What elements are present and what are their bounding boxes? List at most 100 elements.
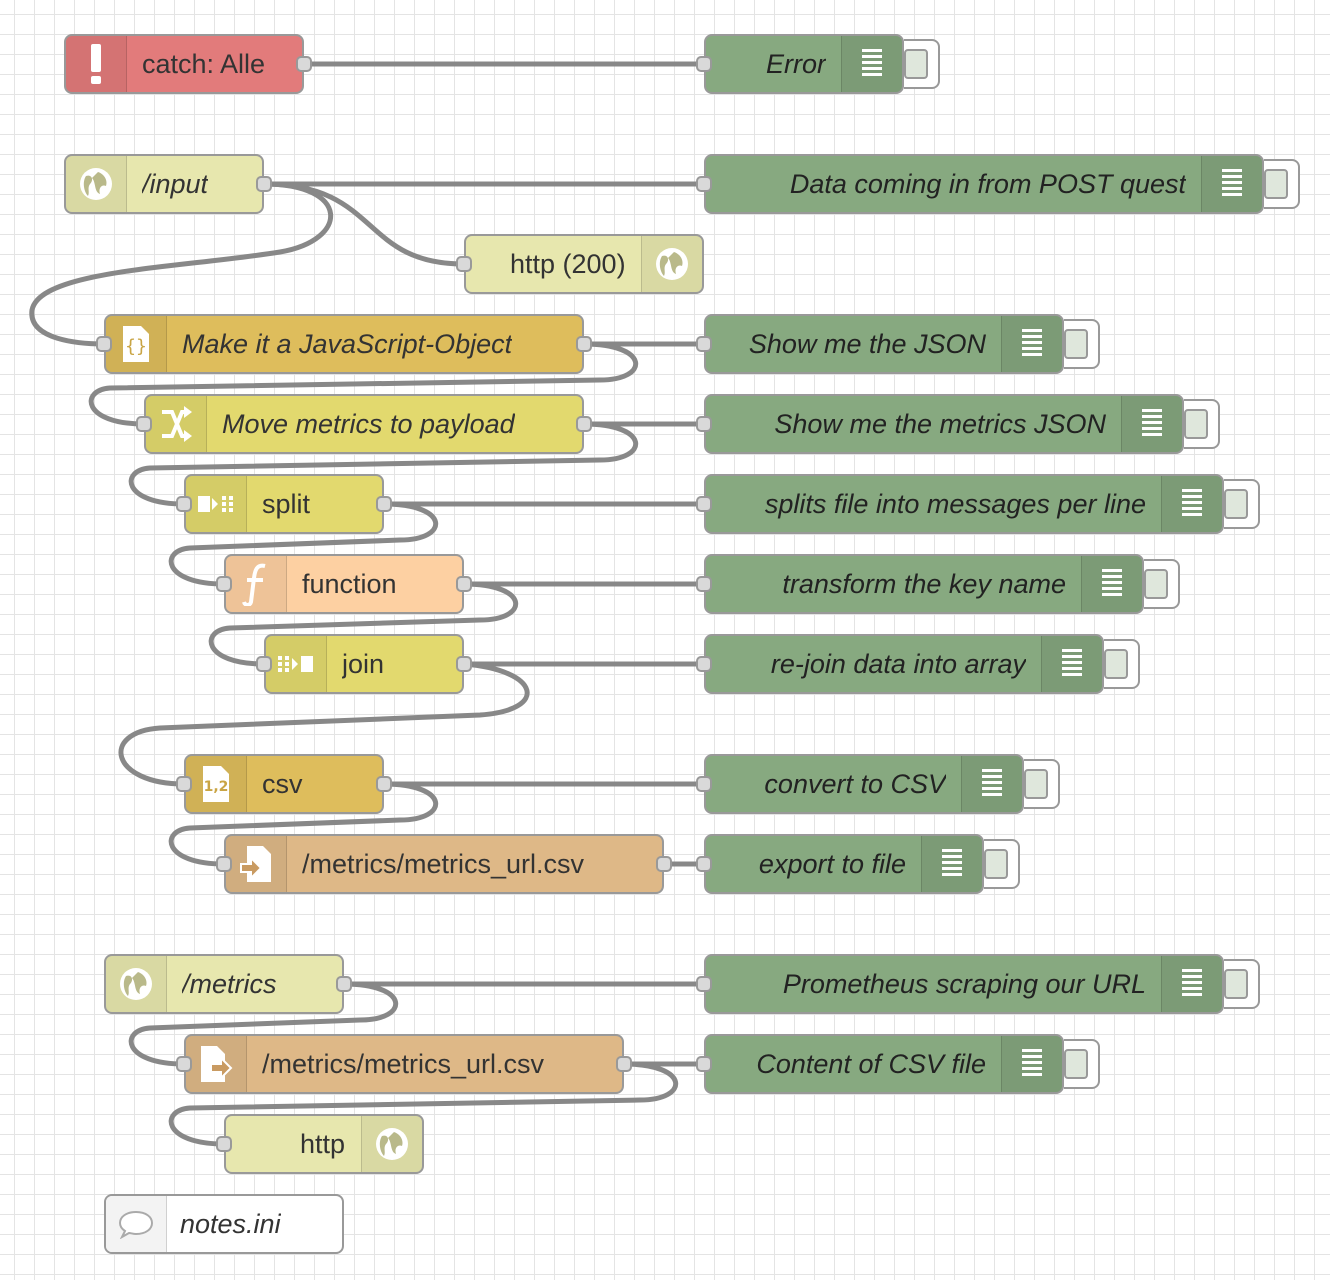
file-out-node[interactable]: /metrics/metrics_url.csv	[216, 834, 672, 894]
debug-list-icon	[1121, 396, 1182, 452]
node-label: Prometheus scraping our URL	[782, 969, 1146, 999]
globe-icon	[66, 156, 127, 212]
file-in-node[interactable]: /metrics/metrics_url.csv	[176, 1034, 632, 1094]
input-port[interactable]	[696, 336, 712, 352]
input-port[interactable]	[136, 416, 152, 432]
output-port[interactable]	[456, 656, 472, 672]
output-port[interactable]	[376, 496, 392, 512]
function-node[interactable]: function	[216, 554, 472, 614]
debug-node-error[interactable]: Error	[696, 34, 940, 94]
wire[interactable]	[208, 581, 519, 667]
debug-toggle-button[interactable]	[1224, 959, 1260, 1009]
debug-toggle-button[interactable]	[984, 839, 1020, 889]
http-response-node-200[interactable]: http (200)	[456, 234, 704, 294]
input-port[interactable]	[696, 976, 712, 992]
node-label: Make it a JavaScript-Object	[182, 329, 513, 359]
debug-list-icon	[1161, 956, 1222, 1012]
wire[interactable]	[118, 661, 530, 787]
input-port[interactable]	[696, 856, 712, 872]
debug-list-icon	[1201, 156, 1262, 212]
input-port[interactable]	[216, 576, 232, 592]
debug-node-content[interactable]: Content of CSV file	[696, 1034, 1100, 1094]
input-port[interactable]	[696, 56, 712, 72]
change-node[interactable]: Move metrics to payload	[136, 394, 592, 454]
split-node[interactable]: split	[176, 474, 392, 534]
wire[interactable]	[29, 181, 334, 347]
debug-list-icon	[1001, 1036, 1062, 1092]
function-icon	[226, 556, 287, 612]
output-port[interactable]	[656, 856, 672, 872]
debug-toggle-button[interactable]	[1064, 1039, 1100, 1089]
input-port[interactable]	[456, 256, 472, 272]
input-port[interactable]	[96, 336, 112, 352]
debug-toggle-button[interactable]	[1144, 559, 1180, 609]
input-port[interactable]	[696, 416, 712, 432]
debug-node-key[interactable]: transform the key name	[696, 554, 1180, 614]
node-label: convert to CSV	[764, 769, 946, 799]
node-label: join	[342, 649, 385, 679]
input-port[interactable]	[216, 856, 232, 872]
debug-toggle-button[interactable]	[1064, 319, 1100, 369]
debug-toggle-button[interactable]	[1224, 479, 1260, 529]
input-port[interactable]	[696, 776, 712, 792]
node-label: Data coming in from POST quest	[789, 169, 1186, 199]
input-port[interactable]	[696, 176, 712, 192]
comment-node[interactable]: notes.ini	[104, 1194, 344, 1254]
input-port[interactable]	[696, 1056, 712, 1072]
wire[interactable]	[168, 501, 439, 587]
alert-icon	[66, 36, 127, 92]
debug-node-export[interactable]: export to file	[696, 834, 1020, 894]
input-port[interactable]	[216, 1136, 232, 1152]
node-label: /metrics/metrics_url.csv	[302, 849, 585, 879]
input-port[interactable]	[696, 576, 712, 592]
http-in-node-input[interactable]: /input	[64, 154, 272, 214]
http-response-node[interactable]: http	[216, 1114, 424, 1174]
node-label: csv	[262, 769, 303, 799]
debug-toggle-button[interactable]	[1184, 399, 1220, 449]
wire[interactable]	[88, 341, 639, 427]
debug-node-prometheus[interactable]: Prometheus scraping our URL	[696, 954, 1260, 1014]
json-node[interactable]: {} Make it a JavaScript-Object	[96, 314, 592, 374]
file-in-icon	[186, 1036, 247, 1092]
input-port[interactable]	[696, 496, 712, 512]
output-port[interactable]	[576, 416, 592, 432]
wire[interactable]	[168, 781, 439, 867]
split-icon	[186, 476, 247, 532]
http-in-node-metrics[interactable]: /metrics	[104, 954, 352, 1014]
node-label: export to file	[758, 849, 906, 879]
join-node[interactable]: join	[256, 634, 472, 694]
output-port[interactable]	[256, 176, 272, 192]
debug-node-csv[interactable]: convert to CSV	[696, 754, 1060, 814]
input-port[interactable]	[696, 656, 712, 672]
debug-toggle-button[interactable]	[904, 39, 940, 89]
debug-node-metrics[interactable]: Show me the metrics JSON	[696, 394, 1220, 454]
wire[interactable]	[168, 1061, 679, 1147]
debug-toggle-button[interactable]	[1024, 759, 1060, 809]
input-port[interactable]	[176, 1056, 192, 1072]
debug-node-rejoin[interactable]: re-join data into array	[696, 634, 1140, 694]
wire[interactable]	[128, 981, 399, 1067]
node-label: Move metrics to payload	[222, 409, 515, 439]
node-label: /input	[142, 169, 209, 199]
debug-node-json[interactable]: Show me the JSON	[696, 314, 1100, 374]
input-port[interactable]	[176, 776, 192, 792]
input-port[interactable]	[176, 496, 192, 512]
node-label: Error	[766, 49, 826, 79]
output-port[interactable]	[296, 56, 312, 72]
debug-toggle-button[interactable]	[1104, 639, 1140, 689]
csv-node[interactable]: 1,2 csv	[176, 754, 392, 814]
wire[interactable]	[128, 421, 639, 507]
output-port[interactable]	[336, 976, 352, 992]
input-port[interactable]	[256, 656, 272, 672]
catch-node[interactable]: catch: Alle	[64, 34, 312, 94]
debug-node-post[interactable]: Data coming in from POST quest	[696, 154, 1300, 214]
debug-toggle-button[interactable]	[1264, 159, 1300, 209]
output-port[interactable]	[576, 336, 592, 352]
node-label: Show me the JSON	[748, 329, 986, 359]
output-port[interactable]	[456, 576, 472, 592]
debug-node-split[interactable]: splits file into messages per line	[696, 474, 1260, 534]
output-port[interactable]	[376, 776, 392, 792]
node-label: catch: Alle	[142, 49, 266, 79]
output-port[interactable]	[616, 1056, 632, 1072]
